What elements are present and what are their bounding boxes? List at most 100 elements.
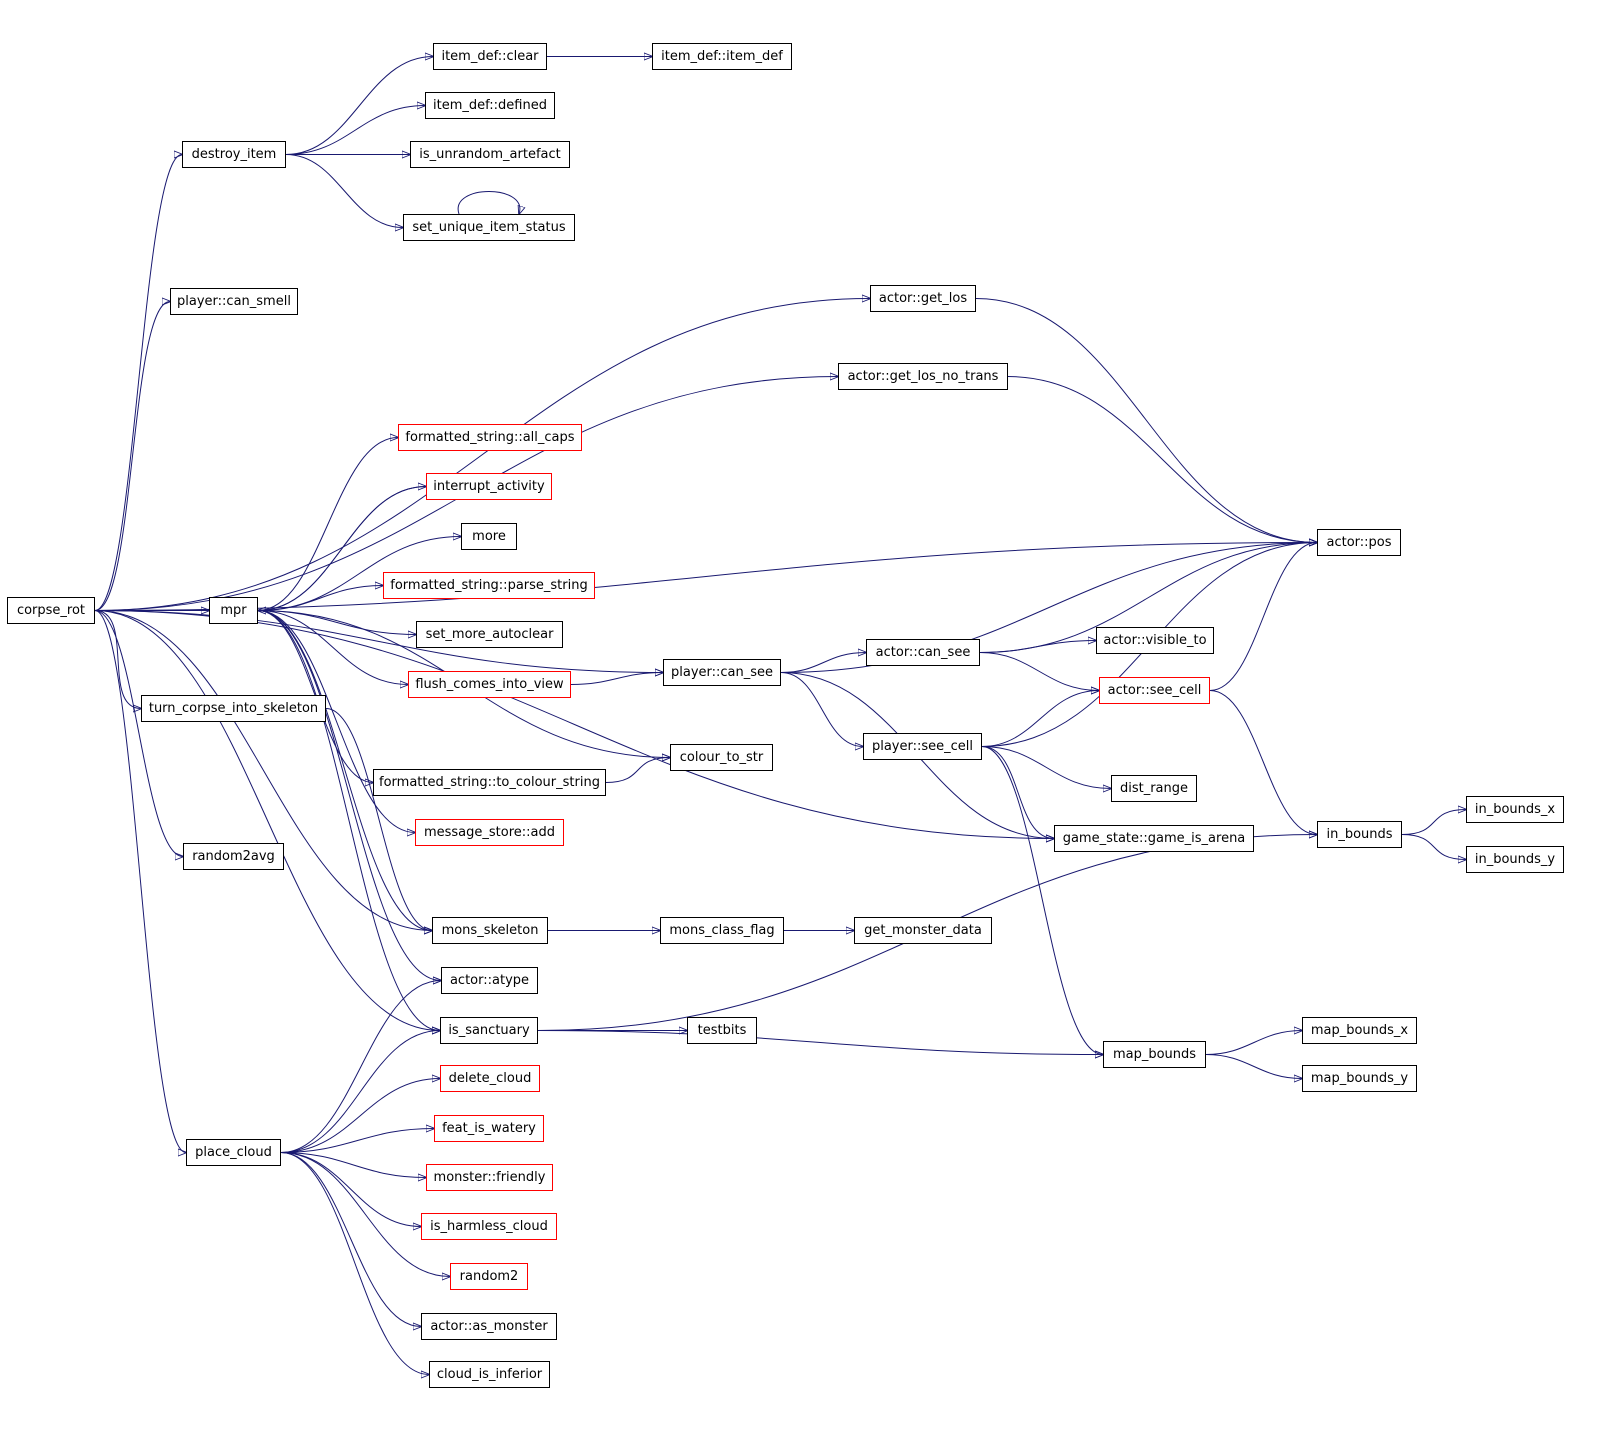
node-map-bounds-y[interactable]: map_bounds_y [1302, 1065, 1417, 1092]
node-interrupt-activity[interactable]: interrupt_activity [426, 473, 552, 500]
edge-player-can-see-to-actor-can-see [780, 653, 866, 673]
edge-actor-get-los-no-trans-to-actor-pos [1007, 376, 1317, 543]
node-actor-can-see[interactable]: actor::can_see [866, 639, 980, 666]
node-monster-friendly[interactable]: monster::friendly [426, 1164, 553, 1191]
node-actor-get-los-no-trans[interactable]: actor::get_los_no_trans [838, 363, 1008, 390]
edge-player-see-cell-to-actor-see-cell [981, 691, 1099, 747]
edge-corpse-rot-to-destroy-item [94, 155, 182, 611]
node-player-can-see[interactable]: player::can_see [663, 659, 781, 686]
edge-flush-comes-into-view-to-player-can-see [570, 673, 663, 685]
edge-corpse-rot-to-actor-get-los [94, 299, 870, 611]
node-actor-atype[interactable]: actor::atype [441, 967, 538, 994]
node-mons-skeleton[interactable]: mons_skeleton [432, 917, 548, 944]
edge-mpr-to-mons-skeleton [257, 610, 432, 931]
edge-mpr-to-is-sanctuary [257, 610, 440, 1031]
node-formatted-string-all-caps[interactable]: formatted_string::all_caps [398, 424, 582, 451]
edge-turn-corpse-into-skeleton-to-mons-skeleton [325, 708, 432, 931]
edge-map-bounds-to-map-bounds-y [1205, 1054, 1302, 1079]
edge-formatted-string-to-colour-string-to-colour-to-str [605, 758, 670, 783]
edge-actor-can-see-to-actor-see-cell [979, 652, 1099, 691]
edge-mpr-to-flush-comes-into-view [257, 610, 408, 685]
node-random2[interactable]: random2 [450, 1263, 528, 1290]
edge-corpse-rot-to-random2avg [94, 610, 183, 857]
node-in-bounds-x[interactable]: in_bounds_x [1466, 796, 1564, 823]
node-game-state-game-is-arena[interactable]: game_state::game_is_arena [1054, 825, 1254, 852]
edge-place-cloud-to-is-sanctuary [280, 1031, 440, 1153]
node-destroy-item[interactable]: destroy_item [182, 141, 286, 168]
node-flush-comes-into-view[interactable]: flush_comes_into_view [408, 671, 571, 698]
edge-mpr-to-actor-atype [257, 610, 441, 981]
node-actor-get-los[interactable]: actor::get_los [870, 285, 976, 312]
node-actor-visible-to[interactable]: actor::visible_to [1096, 627, 1214, 654]
node-message-store-add[interactable]: message_store::add [415, 819, 564, 846]
edge-actor-see-cell-to-in-bounds [1209, 690, 1317, 835]
edge-mpr-to-formatted-string-all-caps [257, 438, 398, 611]
edge-destroy-item-to-item-def-clear [285, 57, 433, 155]
edge-corpse-rot-to-is-sanctuary [94, 610, 440, 1031]
node-turn-corpse-into-skeleton[interactable]: turn_corpse_into_skeleton [141, 695, 326, 722]
edge-mpr-to-message-store-add [257, 610, 415, 833]
node-feat-is-watery[interactable]: feat_is_watery [434, 1115, 544, 1142]
edge-player-see-cell-to-game-state-game-is-arena [981, 746, 1054, 839]
edge-place-cloud-to-random2 [280, 1152, 450, 1277]
edge-interrupt-activity-to-mpr [258, 486, 427, 611]
edge-place-cloud-to-delete-cloud [280, 1079, 440, 1153]
node-actor-pos[interactable]: actor::pos [1317, 529, 1401, 556]
edge-corpse-rot-to-place-cloud [94, 610, 186, 1153]
node-delete-cloud[interactable]: delete_cloud [440, 1065, 540, 1092]
edge-actor-get-los-to-actor-pos [975, 298, 1317, 543]
node-formatted-string-to-colour-string[interactable]: formatted_string::to_colour_string [373, 769, 606, 796]
node-item-def-clear[interactable]: item_def::clear [433, 43, 547, 70]
node-set-unique-item-status[interactable]: set_unique_item_status [403, 214, 575, 241]
node-is-unrandom-artefact[interactable]: is_unrandom_artefact [410, 141, 570, 168]
node-in-bounds[interactable]: in_bounds [1317, 821, 1402, 848]
node-player-can-smell[interactable]: player::can_smell [170, 288, 298, 315]
edge-corpse-rot-to-turn-corpse-into-skeleton [94, 610, 141, 709]
node-is-sanctuary[interactable]: is_sanctuary [440, 1017, 538, 1044]
edge-player-see-cell-to-dist-range [981, 746, 1111, 789]
edge-destroy-item-to-set-unique-item-status [285, 154, 403, 228]
node-place-cloud[interactable]: place_cloud [186, 1139, 281, 1166]
node-cloud-is-inferior[interactable]: cloud_is_inferior [429, 1361, 550, 1388]
edge-place-cloud-to-is-harmless-cloud [280, 1152, 421, 1227]
edge-mpr-to-formatted-string-parse-string [257, 586, 383, 611]
edge-player-see-cell-to-map-bounds [981, 746, 1103, 1055]
node-item-def-defined[interactable]: item_def::defined [425, 92, 555, 119]
node-get-monster-data[interactable]: get_monster_data [854, 917, 992, 944]
node-mons-class-flag[interactable]: mons_class_flag [660, 917, 784, 944]
edge-place-cloud-to-cloud-is-inferior [280, 1152, 429, 1375]
edge-destroy-item-to-item-def-defined [285, 106, 425, 155]
edge-corpse-rot-to-mons-skeleton [94, 610, 432, 931]
node-corpse-rot: corpse_rot [7, 597, 95, 624]
node-actor-as-monster[interactable]: actor::as_monster [421, 1313, 557, 1340]
node-map-bounds-x[interactable]: map_bounds_x [1302, 1017, 1417, 1044]
edge-is-sanctuary-to-map-bounds [537, 1030, 1103, 1055]
node-dist-range[interactable]: dist_range [1111, 775, 1197, 802]
node-testbits[interactable]: testbits [687, 1017, 757, 1044]
edge-place-cloud-to-feat-is-watery [280, 1129, 434, 1153]
edge-corpse-rot-to-actor-pos [94, 543, 1317, 611]
node-in-bounds-y[interactable]: in_bounds_y [1466, 846, 1564, 873]
edge-corpse-rot-to-player-can-see [94, 610, 663, 673]
node-more[interactable]: more [461, 523, 517, 550]
node-colour-to-str[interactable]: colour_to_str [670, 744, 773, 771]
node-player-see-cell[interactable]: player::see_cell [863, 733, 982, 760]
node-formatted-string-parse-string[interactable]: formatted_string::parse_string [383, 572, 595, 599]
node-set-more-autoclear[interactable]: set_more_autoclear [416, 621, 563, 648]
node-mpr[interactable]: mpr [209, 597, 258, 624]
edge-player-can-see-to-player-see-cell [780, 672, 863, 747]
edge-in-bounds-to-in-bounds-y [1401, 834, 1466, 860]
edge-actor-see-cell-to-actor-pos [1209, 543, 1317, 691]
edge-place-cloud-to-monster-friendly [280, 1152, 426, 1178]
edge-place-cloud-to-actor-as-monster [280, 1152, 421, 1327]
edge-set-unique-item-status-to-set-unique-item-status [457, 191, 520, 215]
node-is-harmless-cloud[interactable]: is_harmless_cloud [421, 1213, 557, 1240]
node-map-bounds[interactable]: map_bounds [1103, 1041, 1206, 1068]
edge-place-cloud-to-actor-atype [280, 981, 441, 1153]
node-item-def-item-def[interactable]: item_def::item_def [652, 43, 792, 70]
node-random2avg[interactable]: random2avg [183, 843, 284, 870]
node-actor-see-cell[interactable]: actor::see_cell [1099, 677, 1210, 704]
edge-map-bounds-to-map-bounds-x [1205, 1031, 1302, 1055]
edge-corpse-rot-to-game-state-game-is-arena [94, 610, 1054, 839]
